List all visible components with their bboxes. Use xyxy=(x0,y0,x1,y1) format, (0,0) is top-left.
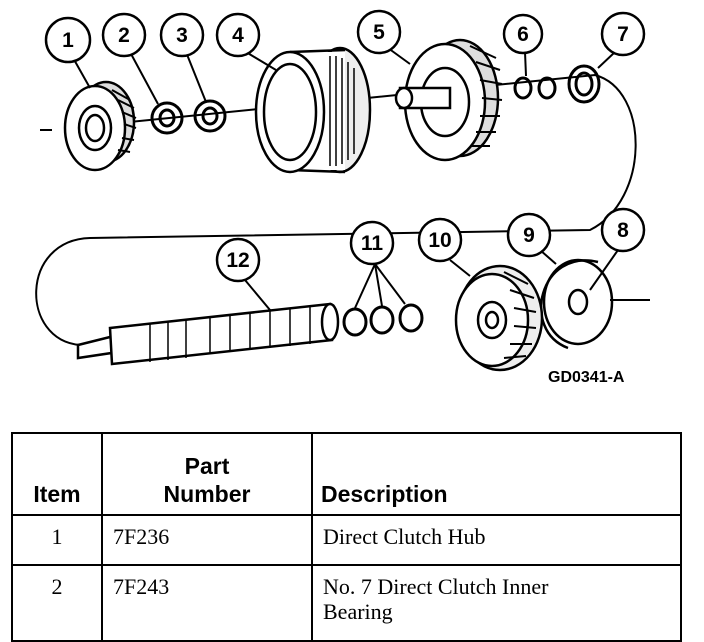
part-7-ring xyxy=(567,64,601,104)
part-11-washers xyxy=(342,303,424,337)
figure-id: GD0341-A xyxy=(548,369,625,386)
svg-text:11: 11 xyxy=(361,232,384,255)
header-part-number: Part Number xyxy=(101,432,313,516)
cell-description-line2: Bearing xyxy=(323,599,393,624)
part-3-washer xyxy=(193,99,227,133)
cell-part-number: 7F243 xyxy=(101,564,313,642)
svg-text:4: 4 xyxy=(232,24,244,47)
callout-11: 11 xyxy=(349,220,395,266)
part-4-drum xyxy=(254,46,372,174)
cell-description: Direct Clutch Hub xyxy=(311,514,682,566)
svg-text:1: 1 xyxy=(62,29,74,52)
svg-text:7: 7 xyxy=(617,23,629,46)
svg-text:8: 8 xyxy=(617,219,629,242)
cell-item: 1 xyxy=(11,514,103,566)
table-row: 2 7F243 No. 7 Direct Clutch Inner Bearin… xyxy=(11,564,682,642)
table-header-row: Item Part Number Description xyxy=(11,432,682,516)
parts-table: Item Part Number Description 1 7F236 Dir… xyxy=(11,432,682,642)
callout-5: 5 xyxy=(356,9,402,55)
assembly-centerline xyxy=(35,73,650,346)
callout-7: 7 xyxy=(600,11,646,57)
callout-8: 8 xyxy=(600,207,646,253)
part-2-inner-bearing xyxy=(150,101,184,135)
callout-3: 3 xyxy=(159,12,205,58)
svg-text:6: 6 xyxy=(517,23,529,46)
svg-text:9: 9 xyxy=(523,224,535,247)
header-part-line2: Number xyxy=(163,481,251,507)
part-1-direct-clutch-hub xyxy=(63,80,137,172)
callout-1: 1 xyxy=(44,16,92,64)
svg-text:10: 10 xyxy=(428,229,451,252)
exploded-parts-diagram: 1 2 3 4 5 6 7 8 9 10 11 12 GD xyxy=(35,9,650,386)
cell-part-number: 7F236 xyxy=(101,514,313,566)
cell-description: No. 7 Direct Clutch Inner Bearing xyxy=(311,564,682,642)
cell-item: 2 xyxy=(11,564,103,642)
callout-10: 10 xyxy=(417,217,463,263)
callout-6: 6 xyxy=(502,13,544,55)
svg-text:12: 12 xyxy=(226,249,249,272)
leader-lines xyxy=(71,47,619,311)
table-row: 1 7F236 Direct Clutch Hub xyxy=(11,514,682,566)
callout-2: 2 xyxy=(101,12,147,58)
callout-9: 9 xyxy=(506,212,552,258)
svg-text:5: 5 xyxy=(373,21,385,44)
cell-description-line1: No. 7 Direct Clutch Inner xyxy=(323,574,549,599)
callout-12: 12 xyxy=(215,237,261,283)
svg-text:2: 2 xyxy=(118,24,130,47)
part-6-thrust-washers xyxy=(513,76,557,100)
header-description: Description xyxy=(311,432,682,516)
header-item: Item xyxy=(11,432,103,516)
svg-text:3: 3 xyxy=(176,24,188,47)
header-part-line1: Part xyxy=(184,453,230,479)
part-9-snap-ring xyxy=(539,259,599,350)
part-12-shaft xyxy=(76,302,340,366)
part-10-gear xyxy=(454,264,544,372)
callout-4: 4 xyxy=(215,12,261,58)
part-5-gear xyxy=(394,38,503,162)
